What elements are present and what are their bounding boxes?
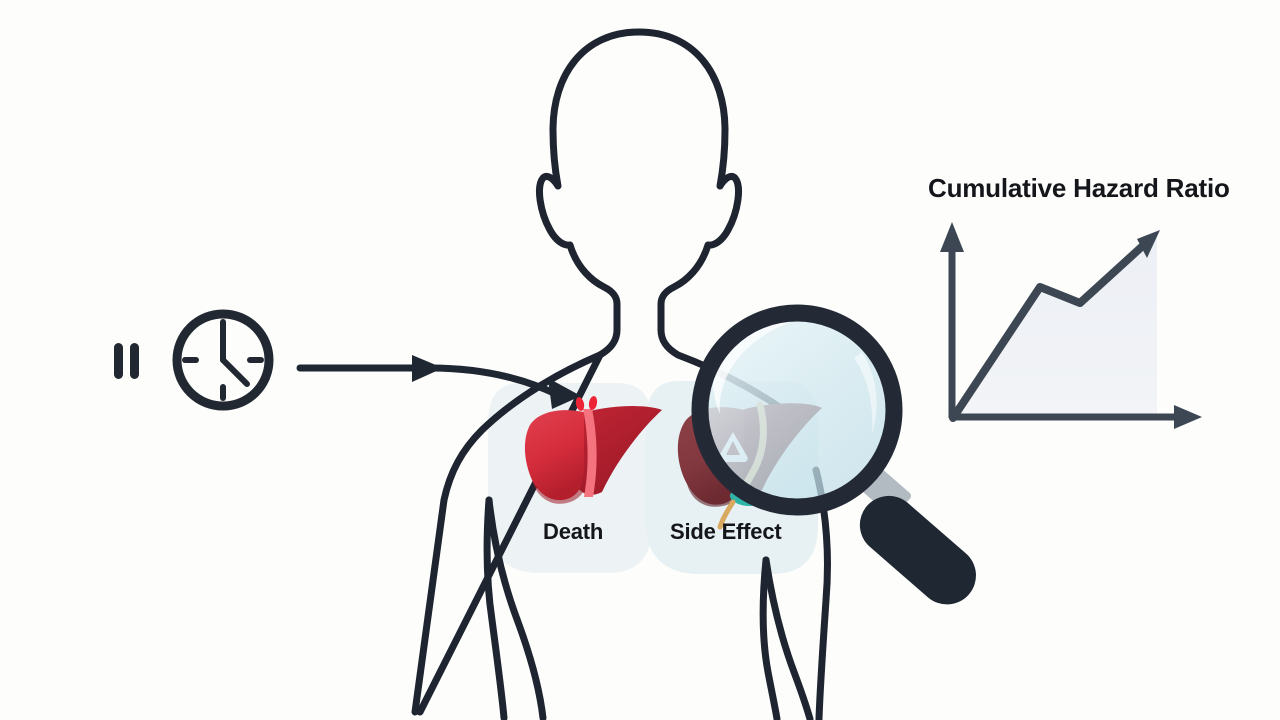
head-outline	[416, 28, 643, 716]
clock-icon	[172, 309, 274, 411]
liver-accent-left	[575, 397, 585, 411]
chart-title: Cumulative Hazard Ratio	[928, 173, 1230, 203]
liver-right-lobe-main	[578, 406, 662, 495]
right-leg-inner	[762, 556, 814, 720]
liver-left-lobe	[524, 410, 584, 501]
liver-ligament	[583, 409, 597, 497]
chart-area-fill	[953, 233, 1157, 418]
liver-inferior-shade	[532, 474, 584, 504]
left-arm	[411, 351, 604, 716]
clock-hour-hand	[220, 357, 250, 387]
right-leg	[759, 556, 781, 720]
chart-x-axis-arrowhead	[1174, 405, 1202, 429]
left-leg	[483, 496, 508, 720]
head-outline-right	[635, 28, 802, 424]
chart-y-axis-arrowhead	[940, 222, 964, 252]
liver-healthy	[524, 396, 662, 504]
liver-accent-right	[588, 396, 598, 410]
gallbladder-duct	[717, 499, 736, 530]
hazard-ratio-chart	[940, 222, 1202, 429]
human-body-outline	[411, 28, 832, 720]
magnifier-ring	[691, 304, 903, 516]
chart-line-arrowhead	[1137, 230, 1160, 258]
curved-arrow-icon	[426, 364, 581, 409]
label-side-effect: Side Effect	[670, 519, 782, 544]
chart-data-line	[949, 238, 1151, 422]
pause-icon	[114, 343, 139, 379]
magnifier-lens	[700, 313, 894, 507]
arrow-right-icon	[296, 355, 443, 382]
magnifier-handle	[859, 469, 976, 605]
label-death: Death	[543, 519, 604, 544]
magnifying-glass-icon	[691, 304, 976, 605]
left-leg-inner	[485, 496, 547, 720]
